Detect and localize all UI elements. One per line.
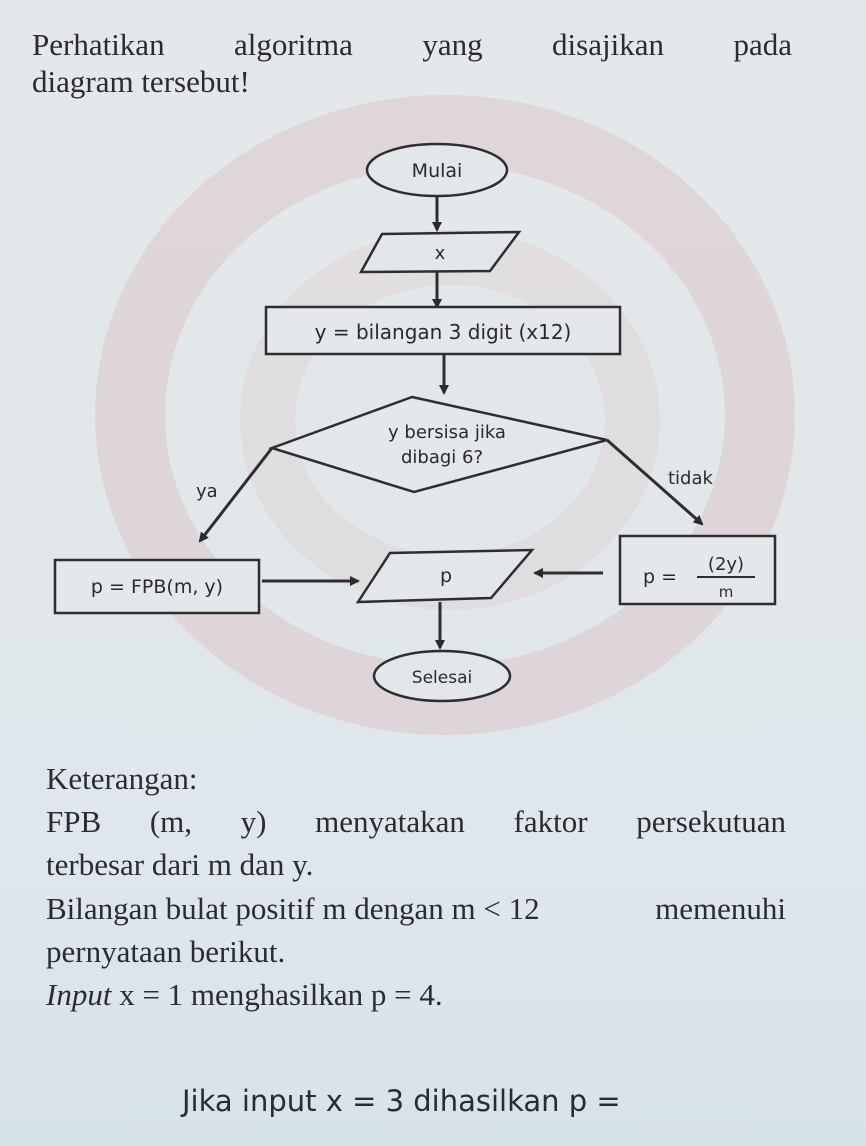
word: persekutuan <box>636 804 786 840</box>
word: FPB <box>46 804 102 840</box>
process-y-box <box>264 305 622 356</box>
process-formula-denominator: m <box>719 583 734 601</box>
intro-word: pada <box>733 27 792 62</box>
intro-text: Perhatikan algoritma yang disajikan pada… <box>32 26 792 100</box>
line5-rest: x = 1 menghasilkan p = 4. <box>111 976 443 1012</box>
question-text: Jika input x = 3 dihasilkan p = <box>182 1084 621 1118</box>
input-label: x <box>435 243 446 264</box>
intro-word: yang <box>422 27 483 62</box>
yes-label: ya <box>196 481 218 502</box>
output-label: p <box>440 565 452 587</box>
keterangan-line-2: terbesar dari m dan y. <box>46 847 314 883</box>
word: (m, <box>149 804 192 840</box>
process-y-label: y = bilangan 3 digit (x12) <box>315 320 572 344</box>
word: menyatakan <box>315 804 465 840</box>
keterangan-heading: Keterangan: <box>46 761 198 796</box>
output-parallelogram <box>355 548 535 604</box>
process-formula-numerator: (2y) <box>708 554 744 575</box>
input-parallelogram <box>358 230 522 274</box>
keterangan-line-1: FPB (m, y) menyatakan faktor persekutuan <box>46 803 786 840</box>
decision-diamond <box>268 395 608 494</box>
input-italic: Input <box>46 976 112 1012</box>
keterangan-line-5: Input x = 1 menghasilkan p = 4. <box>46 976 786 1013</box>
process-fpb-box <box>53 558 261 615</box>
no-label: tidak <box>668 468 714 489</box>
intro-word: Perhatikan <box>32 27 165 62</box>
keterangan-line-4: pernyataan berikut. <box>46 933 286 969</box>
line3-right: memenuhi <box>655 890 786 926</box>
keterangan-line-3: Bilangan bulat positif m dengan m < 12 m… <box>46 890 786 927</box>
intro-line-2: diagram tersebut! <box>32 64 250 100</box>
decision-label-2: dibagi 6? <box>401 447 483 468</box>
word: y) <box>240 804 267 840</box>
decision-label-1: y bersisa jika <box>388 422 506 443</box>
process-formula-lhs: p = <box>643 566 677 588</box>
process-fpb-label: p = FPB(m, y) <box>91 576 223 598</box>
keterangan-section: Keterangan: FPB (m, y) menyatakan faktor… <box>46 760 786 1013</box>
end-label: Selesai <box>412 668 472 688</box>
word: faktor <box>513 804 588 840</box>
intro-word: disajikan <box>552 27 664 62</box>
process-formula-box <box>618 534 777 606</box>
line3-left: Bilangan bulat positif m dengan m < 12 <box>46 890 540 926</box>
flowchart: Mulai x y = bilangan 3 digit (x12) y ber… <box>53 142 777 703</box>
intro-word: algoritma <box>234 27 353 62</box>
end-terminal <box>372 649 512 703</box>
start-label: Mulai <box>412 160 463 182</box>
